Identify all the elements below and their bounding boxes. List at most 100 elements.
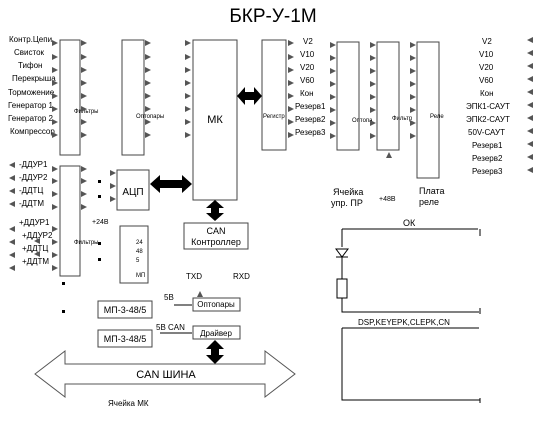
register-output-labels: V2 V10 V20 V60 Кон Резерв1 Резерв2 Резер… <box>295 37 326 137</box>
driver-canbus-bidir-arrow <box>206 340 224 364</box>
plus48-arrow <box>386 152 392 158</box>
analog-minus-input-arrows <box>9 162 15 207</box>
relay-out-v10: V10 <box>479 50 494 59</box>
optopara-right-input-arrows <box>330 42 336 139</box>
mp1-label: МП-3-48/5 <box>104 305 146 315</box>
filters-top-block <box>59 39 81 156</box>
relay-board-label-line1: Плата <box>419 186 445 196</box>
cell-pr-label-line2: упр. ПР <box>331 198 363 208</box>
mk-register-bidir-arrow <box>237 87 262 105</box>
rxd-label: RXD <box>233 272 250 281</box>
analog-plus-input-arrows <box>9 226 15 271</box>
cell-mk-label: Ячейка МК <box>108 399 149 408</box>
optopairs-bottom-label: Оптопары <box>197 300 235 309</box>
adc-block <box>116 169 150 211</box>
filter-right-input-arrows <box>370 42 376 139</box>
filter-right-label: Фильтр <box>392 116 413 122</box>
reg-out-rezerv2: Резерв2 <box>295 115 326 124</box>
mp-small-number-24: 24 <box>136 240 143 246</box>
five-v-label: 5В <box>164 293 174 302</box>
relay-label: Реле <box>430 114 444 120</box>
reg-out-kon: Кон <box>300 89 314 98</box>
reg-out-v10: V10 <box>300 50 315 59</box>
txd-label: TXD <box>186 272 202 281</box>
left-input-labels: Контр.Цепи Свисток Тифон Перекрыша Тормо… <box>8 35 56 136</box>
adc-input-arrows <box>110 170 116 202</box>
relay-out-rezerv2: Резерв2 <box>472 154 503 163</box>
analog-plus-ddur1: +ДДУР1 <box>19 218 50 227</box>
diagram-title: БКР-У-1М <box>229 6 316 27</box>
reg-out-rezerv1: Резерв1 <box>295 102 326 111</box>
analog-plus-ddtm: +ДДТМ <box>22 257 49 266</box>
plus24-label: +24В <box>92 219 109 226</box>
relay-out-v20: V20 <box>479 63 494 72</box>
optopairs-top-output-arrows <box>145 40 151 138</box>
reg-out-v20: V20 <box>300 63 315 72</box>
mk-block <box>192 39 238 201</box>
adc-mk-bidir-arrow <box>150 175 192 193</box>
can-bus-arrow <box>34 349 296 399</box>
relay-out-rezerv3: Резерв3 <box>472 167 503 176</box>
optopairs-top-label: Оптопары <box>136 114 164 120</box>
analog-minus-ddur2: -ДДУР2 <box>19 173 48 182</box>
relay-input-arrows <box>410 42 416 139</box>
mp-small-number-48: 48 <box>136 249 143 255</box>
register-output-arrows <box>288 40 294 138</box>
optopairs-bottom-block <box>192 297 241 312</box>
can-bus-label: CAN ШИНА <box>136 369 196 381</box>
mp-small-block <box>119 225 149 284</box>
input-label-tifon: Тифон <box>18 61 42 70</box>
filter-right-block <box>376 41 400 151</box>
mk-can-bidir-arrow <box>206 200 224 221</box>
filters-bottom-output-arrows <box>81 166 87 210</box>
filters-top-output-arrows <box>81 40 87 138</box>
cell-pr-label-line1: Ячейка <box>333 187 363 197</box>
analog-plus-ddur2: +ДДУР2 <box>22 231 53 240</box>
mk-label: МК <box>207 114 223 126</box>
filters-bottom-label: Фильтры <box>74 240 98 246</box>
optopairs-bottom-top-arrow <box>197 291 203 297</box>
plus48-label: +48В <box>379 196 396 203</box>
filters-top-input-arrows <box>52 40 58 138</box>
analog-minus-ddtm: -ДДТМ <box>19 199 44 208</box>
driver-label: Драйвер <box>200 329 232 338</box>
input-label-perekrysha: Перекрыша <box>12 74 56 83</box>
reg-out-rezerv3: Резерв3 <box>295 128 326 137</box>
ok-label: ОК <box>403 218 416 228</box>
relay-block <box>416 41 440 179</box>
connection-dots <box>62 180 101 313</box>
five-v-can-label: 5В CAN <box>156 323 185 332</box>
relay-out-v60: V60 <box>479 76 494 85</box>
filters-top-label: Фильтры <box>74 109 98 115</box>
mp-small-label: МП <box>136 273 145 279</box>
optopara-right-label: Оптопа <box>352 118 373 124</box>
can-controller-block <box>183 222 249 250</box>
input-label-kontr-tsepi: Контр.Цепи <box>9 35 52 44</box>
relay-out-v2: V2 <box>482 37 492 46</box>
mp2-label: МП-3-48/5 <box>104 334 146 344</box>
input-label-generator-2: Генератор 2 <box>8 114 54 123</box>
analog-minus-ddtts: -ДДТЦ <box>19 186 43 195</box>
adc-label: АЦП <box>122 187 143 198</box>
relay-out-kon: Кон <box>480 89 494 98</box>
dsp-signals-label: DSP,KEYEPK,CLEPK,CN <box>358 318 450 327</box>
relay-out-epk1-saut: ЭПК1-САУТ <box>466 102 510 111</box>
input-label-kompressor: Компрессор <box>10 127 55 136</box>
analog-minus-ddur1: -ДДУР1 <box>19 160 48 169</box>
relay-out-rezerv1: Резерв1 <box>472 141 503 150</box>
reg-out-v60: V60 <box>300 76 315 85</box>
mp1-block <box>97 300 153 319</box>
mp-small-number-5: 5 <box>136 258 140 264</box>
analog-input-labels: -ДДУР1 -ДДУР2 -ДДТЦ -ДДТМ +ДДУР1 +ДДУР2 … <box>19 160 53 266</box>
relay-out-epk2-saut: ЭПК2-САУТ <box>466 115 510 124</box>
driver-block <box>192 325 241 340</box>
optopairs-top-block <box>121 39 145 156</box>
register-block <box>261 39 287 151</box>
input-label-svistok: Свисток <box>14 48 45 57</box>
misc-left-arrows <box>34 238 40 257</box>
mk-input-arrows <box>185 40 191 138</box>
relay-output-labels: V2 V10 V20 V60 Кон ЭПК1-САУТ ЭПК2-САУТ 5… <box>466 37 510 176</box>
reg-out-v2: V2 <box>303 37 313 46</box>
filters-bottom-input-arrows <box>52 166 58 271</box>
